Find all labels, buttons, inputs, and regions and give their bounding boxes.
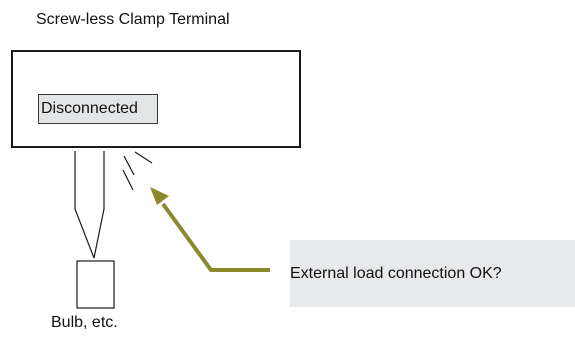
wire-right xyxy=(93,151,105,259)
disconnect-mark-1 xyxy=(123,155,135,176)
bulb-load xyxy=(76,260,115,309)
question-text: External load connection OK? xyxy=(290,265,502,282)
status-box: Disconnected xyxy=(38,94,158,124)
question-box: External load connection OK? xyxy=(290,240,575,307)
terminal-housing xyxy=(11,50,301,148)
wire-left xyxy=(74,151,95,259)
pointer-arrow-line xyxy=(161,202,270,272)
disconnect-mark-2 xyxy=(122,169,134,191)
bulb-label: Bulb, etc. xyxy=(51,314,118,331)
diagram-title: Screw-less Clamp Terminal xyxy=(36,11,230,28)
pointer-arrow-head xyxy=(150,187,169,205)
disconnect-mark-3 xyxy=(134,151,153,164)
status-text: Disconnected xyxy=(41,100,138,117)
